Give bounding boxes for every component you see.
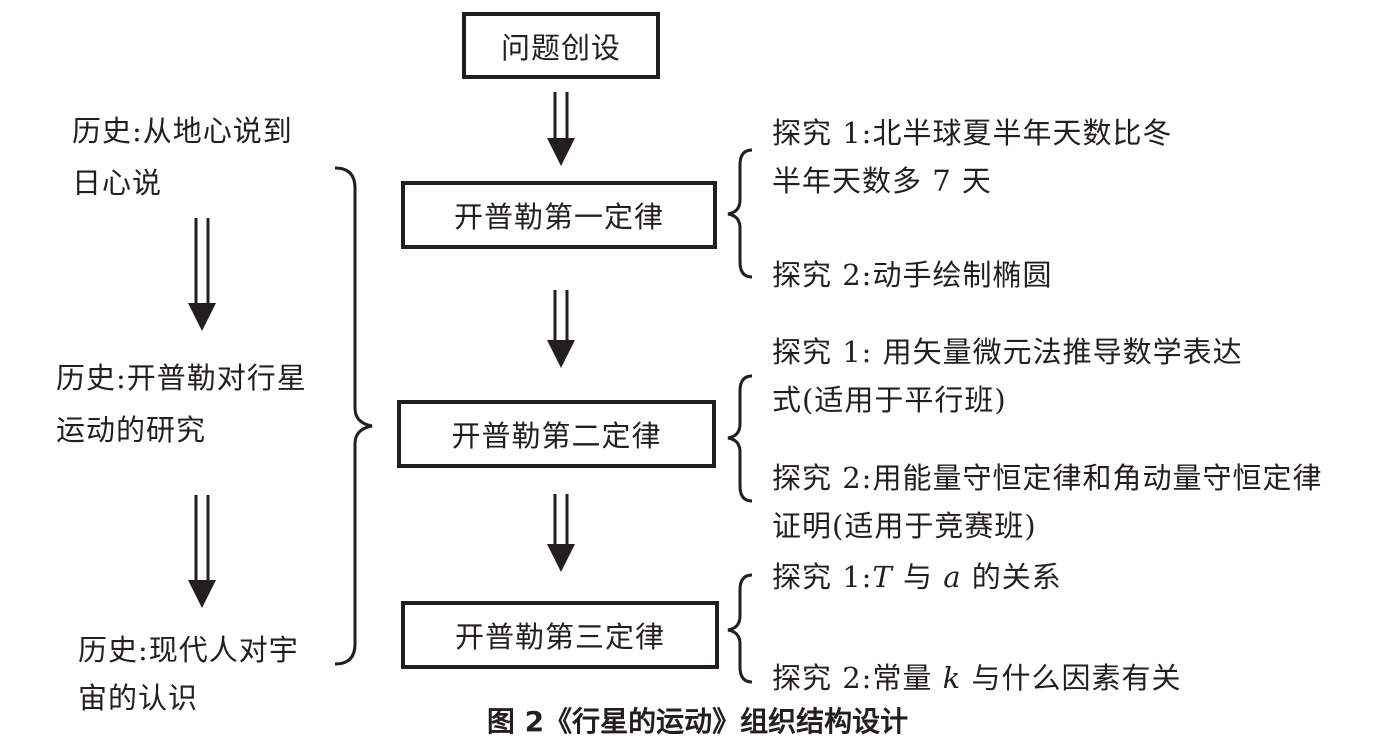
arrow-law1-to-law2 [553,290,569,342]
arrowhead-4 [188,303,216,331]
kepler-third-law-box: 开普勒第三定律 [401,601,719,669]
arrow-history2-to-history3 [194,495,210,582]
problem-setting-box: 问题创设 [462,12,660,79]
kepler-first-law-box: 开普勒第一定律 [401,181,717,249]
kepler-second-law-box: 开普勒第二定律 [397,400,716,468]
history-2-line1: 历史:开普勒对行星 [56,361,307,395]
history-1-line1: 历史:从地心说到 [72,114,293,148]
history-3-line1: 历史:现代人对宇 [78,633,299,667]
arrow-law2-to-law3 [553,494,569,546]
law3-explore1-mid: 与 [892,560,944,594]
history-3-line2: 宙的认识 [78,681,199,715]
semi-major-axis-variable-a: a [943,560,962,594]
law1-brace [727,148,753,279]
arrowhead-3 [547,544,575,572]
law1-explore1-line2: 半年天数多 7 天 [772,164,992,198]
law3-explore1-prefix: 探究 1: [772,560,873,594]
law2-explore1-line1: 探究 1: 用矢量微元法推导数学表达 [772,335,1243,369]
law3-brace [727,573,753,684]
arrow-history1-to-history2 [194,218,210,305]
law3-explore2: 探究 2:常量 k 与什么因素有关 [772,652,1181,704]
law2-explore2-line2: 证明(适用于竞赛班) [772,509,1037,543]
history-brace [334,166,373,666]
arrowhead-5 [188,580,216,608]
law2-brace [727,374,753,503]
arrowhead-2 [547,340,575,368]
arrow-problem-to-law1 [553,92,569,140]
history-2-line2: 运动的研究 [56,413,207,447]
law3-explore2-suffix: 与什么因素有关 [961,661,1182,695]
figure-caption: 图 2《行星的运动》组织结构设计 [486,705,909,738]
period-variable-t: T [872,560,893,594]
arrowhead-1 [547,138,575,166]
law3-explore1-suffix: 的关系 [961,560,1062,594]
constant-variable-k: k [942,661,962,695]
law3-explore1: 探究 1:T 与 a 的关系 [772,551,1062,603]
law1-explore1-line1: 探究 1:北半球夏半年天数比冬 [772,116,1173,150]
law2-explore2-line1: 探究 2:用能量守恒定律和角动量守恒定律 [772,461,1323,495]
history-1-line2: 日心说 [72,166,163,200]
law1-explore2: 探究 2:动手绘制椭圆 [772,258,1053,292]
law3-explore2-prefix: 探究 2:常量 [772,661,943,695]
law2-explore1-line2: 式(适用于平行班) [772,383,1007,417]
